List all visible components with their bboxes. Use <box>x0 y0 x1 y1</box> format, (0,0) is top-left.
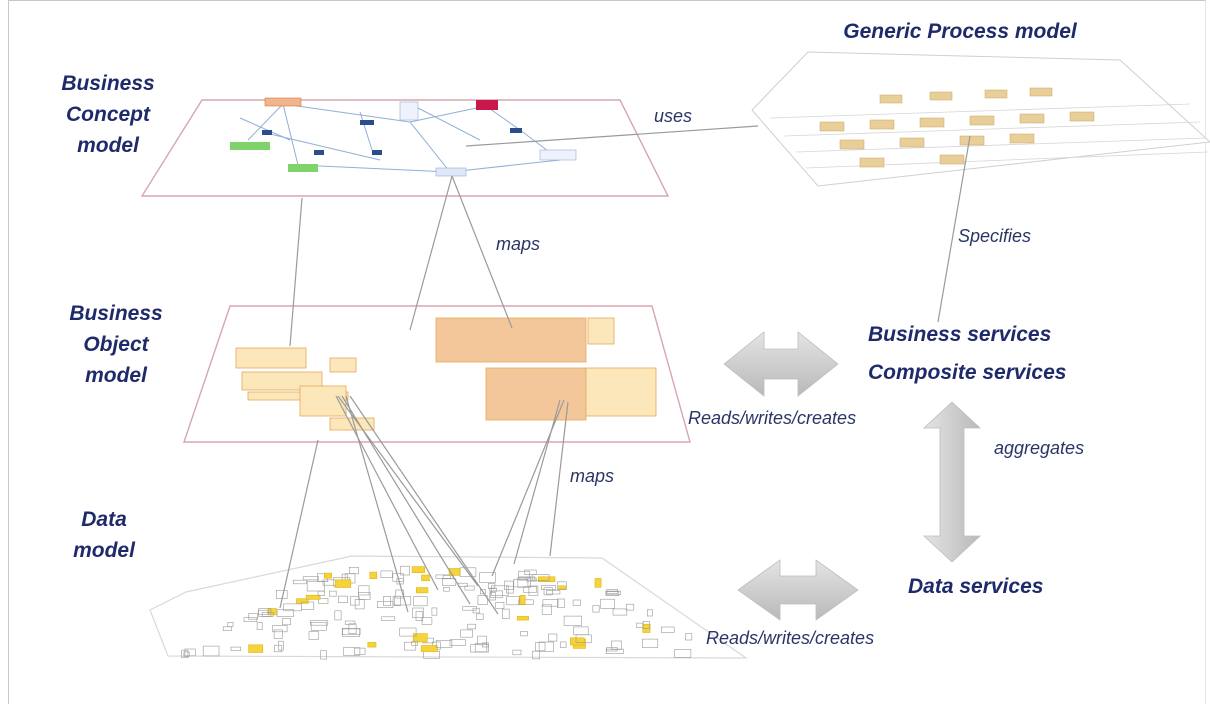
business-object-plane[interactable] <box>183 305 691 443</box>
maps-label-top: maps <box>496 234 541 254</box>
object-model-classes <box>235 317 657 431</box>
connector-lines <box>279 125 971 615</box>
generic-process-model-title: Generic Process model <box>800 16 1120 47</box>
data-model-tables <box>181 565 693 660</box>
process-activities <box>819 87 1095 168</box>
title-line: model <box>73 539 135 562</box>
title-line: Generic Process model <box>843 20 1077 43</box>
diagram-frame <box>8 0 1206 704</box>
data-services-double-arrow <box>737 559 859 621</box>
title-line: Business <box>69 302 163 325</box>
title-line: Concept <box>66 103 150 126</box>
business-services-label: Business services <box>868 323 1052 346</box>
data-services-label: Data services <box>908 575 1044 598</box>
aggregates-label: aggregates <box>994 438 1085 458</box>
business-object-model-title: Business Object model <box>56 298 176 391</box>
title-line: Business <box>61 72 155 95</box>
concept-model-nodes <box>230 97 577 177</box>
business-concept-model-title: Business Concept model <box>48 68 168 161</box>
object-services-double-arrow <box>723 331 839 397</box>
specifies-label: Specifies <box>958 226 1032 246</box>
title-line: Data <box>81 508 127 531</box>
data-plane[interactable] <box>149 555 748 660</box>
title-line: model <box>77 134 139 157</box>
title-line: Object <box>83 333 149 356</box>
reads-writes-creates-top-label: Reads/writes/creates <box>688 408 857 428</box>
reads-writes-creates-bottom-label: Reads/writes/creates <box>706 628 875 648</box>
data-model-title: Data model <box>54 504 154 566</box>
title-line: model <box>85 364 147 387</box>
business-concept-plane[interactable] <box>140 97 670 197</box>
maps-label-bottom: maps <box>570 466 615 486</box>
uses-label: uses <box>654 106 693 126</box>
composite-services-label: Composite services <box>868 361 1067 384</box>
generic-process-plane[interactable] <box>751 51 1210 187</box>
aggregates-vertical-arrow <box>922 401 982 563</box>
